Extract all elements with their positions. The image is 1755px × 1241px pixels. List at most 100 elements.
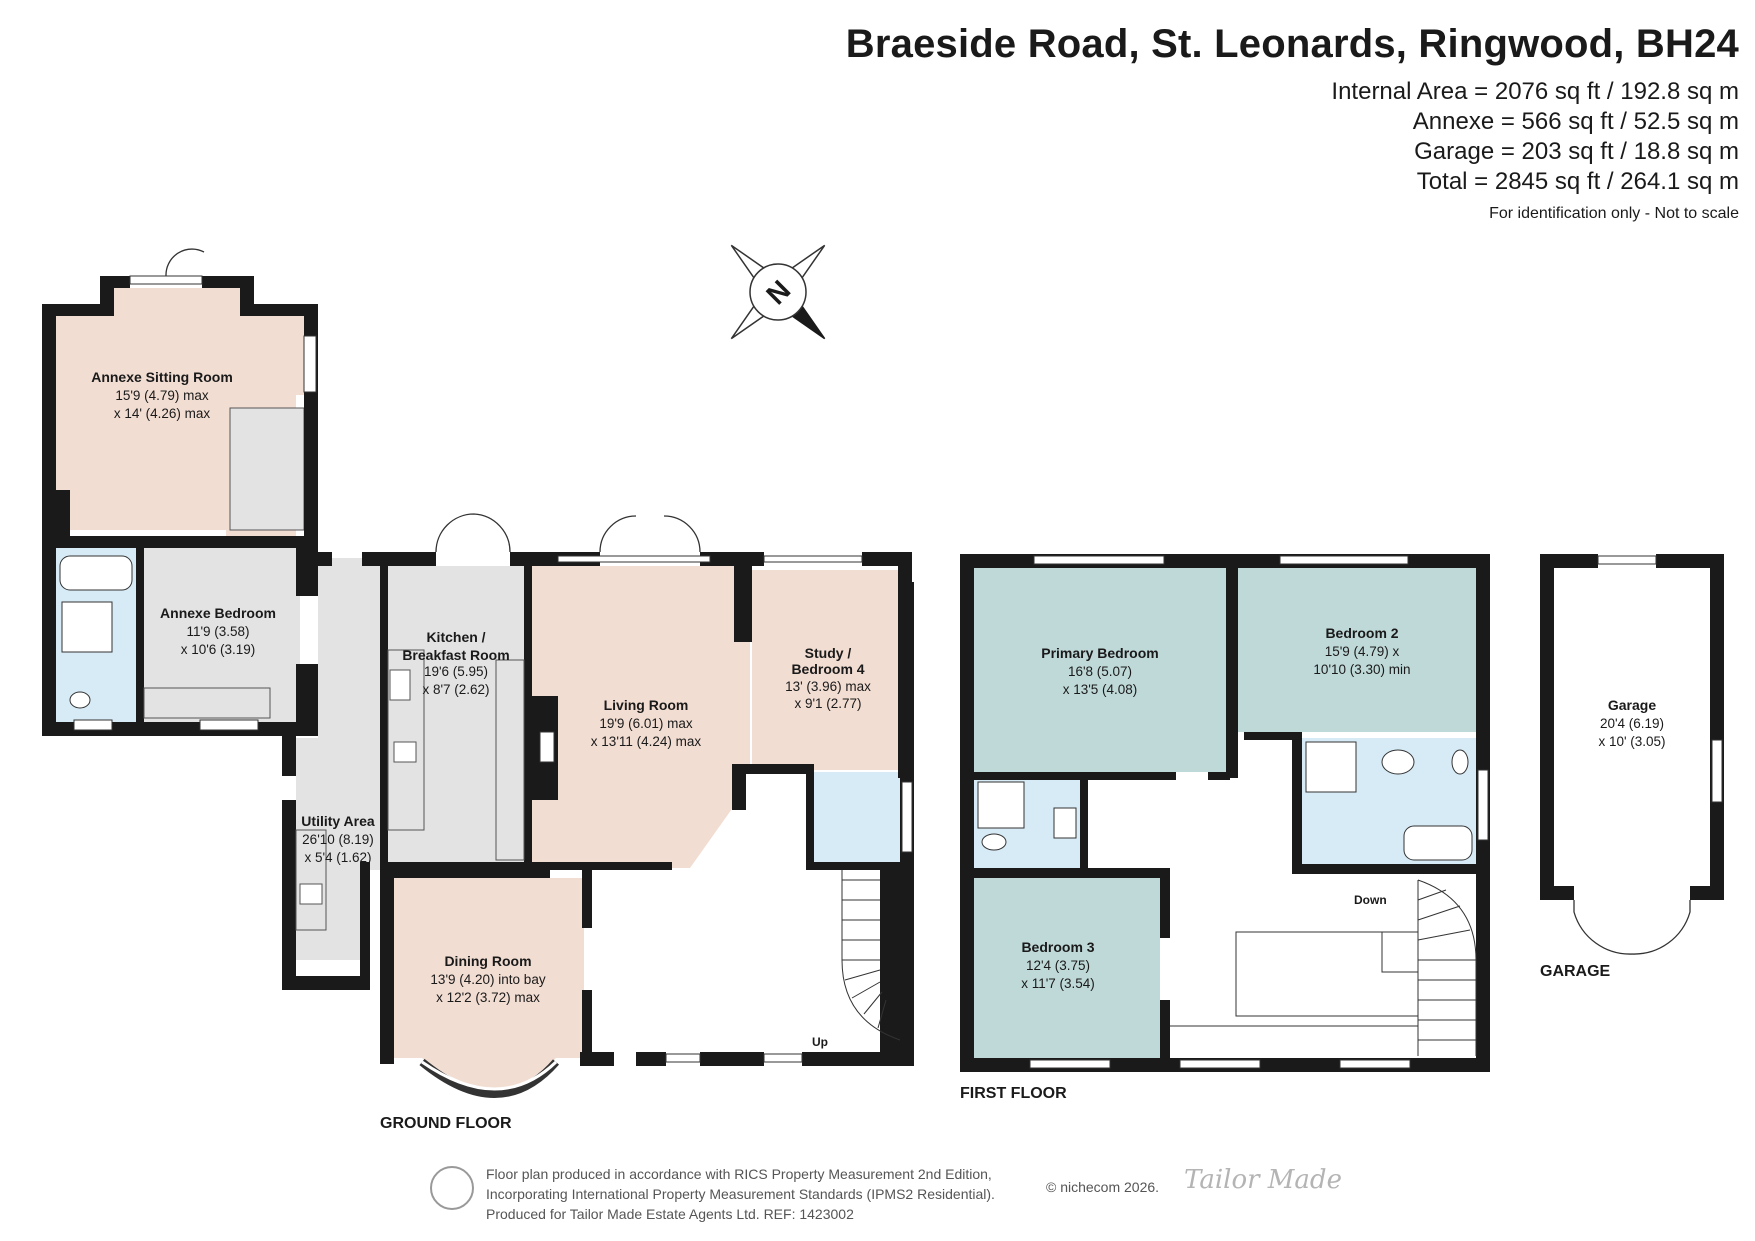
fireplace-hearth (539, 731, 555, 763)
annexe-bath-window (73, 719, 113, 731)
garage-floor-label: GARAGE (1540, 963, 1611, 980)
dining-label: Dining Room (444, 953, 531, 969)
bath-icon (1403, 825, 1473, 861)
living-french-doors (599, 515, 701, 553)
ground-shower-room (812, 772, 904, 868)
landing-window (1179, 1059, 1261, 1069)
utility-label: Utility Area (301, 813, 375, 829)
dining-room (394, 878, 584, 1088)
living-window (557, 555, 711, 563)
front-window (665, 1053, 701, 1063)
garage-dim2: x 10' (3.05) (1598, 734, 1665, 749)
toilet-icon (69, 691, 91, 709)
garage-side-window (1711, 739, 1723, 803)
living-label: Living Room (604, 697, 689, 713)
wardrobe (143, 687, 271, 719)
utility-area (296, 558, 386, 960)
annexe-window (129, 275, 203, 285)
toilet-icon (1451, 749, 1469, 775)
footer-line-2: Incorporating International Property Mea… (486, 1186, 995, 1202)
living-dim2: x 13'11 (4.24) max (591, 734, 702, 749)
shower-icon (61, 601, 113, 653)
ground-floor-walls (282, 552, 914, 1066)
primary-window (1033, 555, 1165, 565)
utility-dim2: x 5'4 (1.62) (304, 850, 371, 865)
kitchen-label-1: Kitchen / (426, 629, 485, 645)
primary-bedroom-dim1: 16'8 (5.07) (1068, 664, 1132, 679)
ground-floor-label: GROUND FLOOR (380, 1115, 512, 1132)
dining-dim2: x 12'2 (3.72) max (436, 990, 540, 1005)
annexe-sitting-dim1: 15'9 (4.79) max (115, 388, 209, 403)
utility-dim1: 26'10 (8.19) (302, 832, 374, 847)
annexe-area: Annexe = 566 sq ft / 52.5 sq m (1412, 108, 1739, 135)
kitchen-label-2: Breakfast Room (402, 647, 509, 663)
annexe-bedroom-walls (42, 536, 318, 736)
bedroom2-window (1279, 555, 1409, 565)
garage-doors (1573, 900, 1691, 955)
annexe-bedroom-dim2: x 10'6 (3.19) (181, 642, 256, 657)
kitchen-french-doors (435, 513, 511, 553)
compass-icon: N (730, 244, 826, 340)
bedroom3-label: Bedroom 3 (1021, 939, 1094, 955)
header: Braeside Road, St. Leonards, Ringwood, B… (846, 22, 1739, 223)
kitchen-dim2: x 8'7 (2.62) (422, 682, 489, 697)
landing-window (1339, 1059, 1411, 1069)
total-area: Total = 2845 sq ft / 264.1 sq m (1416, 168, 1739, 195)
annexe-bedroom-dim1: 11'9 (3.58) (186, 624, 249, 639)
annexe-window (303, 335, 317, 393)
annexe-kitchenette (229, 407, 305, 531)
dining-dim1: 13'9 (4.20) into bay (430, 972, 545, 987)
first-floor-stairs (1170, 879, 1477, 1056)
shower-icon (1305, 741, 1357, 793)
primary-bedroom-label: Primary Bedroom (1041, 645, 1158, 661)
annexe-bedroom-label: Annexe Bedroom (160, 605, 276, 621)
ensuite-toilet-icon (981, 833, 1007, 851)
garage-area: Garage = 203 sq ft / 18.8 sq m (1414, 138, 1739, 165)
annexe-bedroom-window (199, 719, 259, 731)
disclaimer-note: For identification only - Not to scale (1489, 205, 1739, 222)
stairs-up-label: Up (812, 1035, 828, 1049)
bathroom-window (1477, 769, 1489, 841)
kitchen-worktop (387, 649, 425, 831)
agent-logo: Tailor Made (1184, 1165, 1342, 1195)
living-room (532, 566, 750, 868)
bedroom3-window (1029, 1059, 1111, 1069)
basin-icon (1381, 749, 1415, 775)
ensuite-basin-icon (1053, 807, 1077, 839)
shower-window (901, 781, 913, 853)
bay-door-arc (165, 248, 205, 277)
study-dim2: x 9'1 (2.77) (794, 696, 861, 711)
footer-line-3: Produced for Tailor Made Estate Agents L… (486, 1206, 854, 1222)
bath-icon (59, 555, 133, 591)
sink-icon (393, 741, 417, 763)
internal-area: Internal Area = 2076 sq ft / 192.8 sq m (1331, 78, 1739, 105)
study-bedroom4 (752, 570, 898, 770)
footer-text: Floor plan produced in accordance with R… (486, 1164, 995, 1224)
kitchen-dim1: 19'6 (5.95) (424, 664, 488, 679)
bedroom-2 (1238, 568, 1476, 732)
hob-icon (389, 669, 411, 701)
study-window (763, 555, 863, 563)
kitchen-breakfast-room (386, 566, 526, 868)
accessibility-icon (430, 1166, 474, 1210)
study-label-1: Study / (805, 645, 852, 661)
utility-worktop (295, 829, 327, 931)
garage-dim1: 20'4 (6.19) (1600, 716, 1664, 731)
annexe-bedroom (140, 548, 300, 722)
footer-line-1: Floor plan produced in accordance with R… (486, 1166, 992, 1182)
ground-stairs (841, 870, 901, 1041)
garage-window (1597, 555, 1657, 565)
front-window (763, 1053, 803, 1063)
annexe-sitting-dim2: x 14' (4.26) max (114, 406, 211, 421)
first-floor-label: FIRST FLOOR (960, 1085, 1067, 1102)
bedroom2-dim2: 10'10 (3.30) min (1313, 662, 1410, 677)
study-dim1: 13' (3.96) max (785, 679, 871, 694)
garage-walls (1540, 554, 1724, 900)
bedroom2-dim1: 15'9 (4.79) x (1325, 644, 1400, 659)
bedroom-3 (974, 876, 1160, 1058)
ensuite-shower-icon (977, 781, 1025, 829)
bedroom3-dim2: x 11'7 (3.54) (1021, 976, 1095, 991)
utility-sink-icon (299, 883, 323, 905)
garage-label: Garage (1608, 697, 1656, 713)
